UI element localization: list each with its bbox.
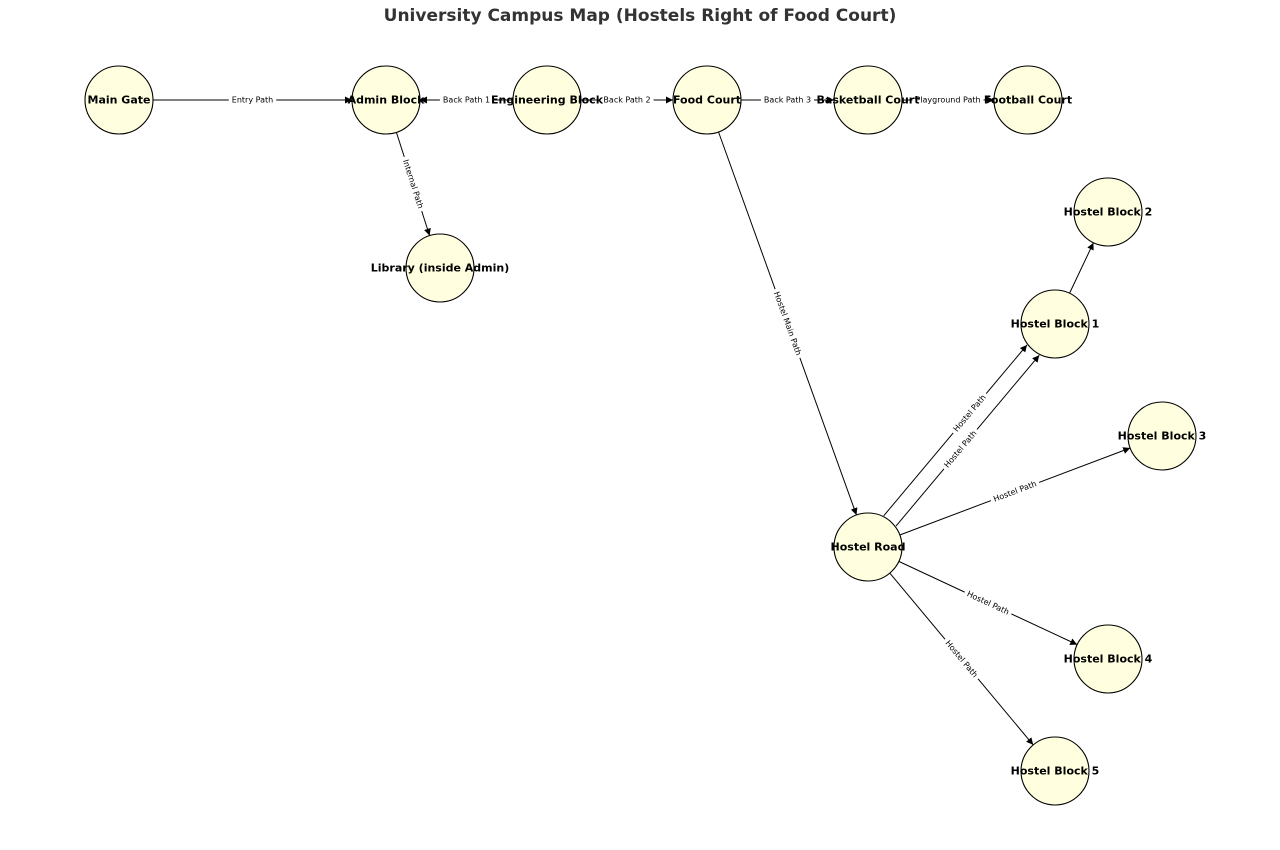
edge-label-background [398, 155, 428, 213]
node-label: Hostel Block 4 [1064, 653, 1153, 666]
node-admin-block: Admin Block [348, 65, 426, 135]
node-circle [993, 65, 1063, 135]
edge-label: Hostel Path [942, 429, 978, 470]
edge-label-background [988, 476, 1042, 507]
edge-label: Back Path 3 [764, 96, 811, 105]
node-main-gate: Main Gate [84, 65, 154, 135]
node-label: Hostel Block 3 [1118, 430, 1207, 443]
node-circle [672, 65, 742, 135]
node-engineering-block: Engineering Block [491, 65, 604, 135]
edge-label-background [912, 94, 984, 106]
node-circle [84, 65, 154, 135]
node-label: Hostel Block 1 [1011, 318, 1100, 331]
node-label: Main Gate [88, 94, 151, 107]
node-circle [833, 512, 903, 582]
edge-label: Back Path 2 [603, 96, 650, 105]
edge-label: Hostel Main Path [772, 290, 803, 356]
edge-food_court-to-basketball_court: Back Path 3 [741, 94, 834, 106]
edge-hostel_road-to-hostel_block_4: Hostel Path [898, 560, 1078, 646]
edge-label: Hostel Path [952, 393, 988, 434]
edge-label-background [769, 287, 806, 360]
edge-label-background [228, 94, 277, 106]
node-food-court: Food Court [672, 65, 742, 135]
edge-label-group: Hostel Path [962, 586, 1014, 620]
edge-hostel_road-to-hostel_block_3: Hostel Path [899, 447, 1131, 536]
edge-label-group: Back Path 2 [600, 94, 654, 106]
node-circle [1020, 289, 1090, 359]
edge-admin_block-to-library: Internal Path [395, 132, 431, 236]
node-library: Library (inside Admin) [371, 233, 510, 303]
node-label: Library (inside Admin) [371, 262, 510, 275]
edge-label: Entry Path [232, 96, 273, 105]
edge-label: Hostel Path [965, 589, 1010, 616]
node-hostel-road: Hostel Road [831, 512, 906, 582]
node-hostel-block-3: Hostel Block 3 [1118, 401, 1207, 471]
node-circle [351, 65, 421, 135]
node-circle [833, 65, 903, 135]
edge-label-background [940, 635, 983, 683]
node-circle [1127, 401, 1197, 471]
edge-label-group: Back Path 3 [760, 94, 815, 106]
node-circle [405, 233, 475, 303]
node-hostel-block-5: Hostel Block 5 [1011, 736, 1100, 806]
edge-hostel_road-to-hostel_block_1: Hostel Path [895, 354, 1040, 527]
edge-label-background [962, 586, 1014, 620]
edge-label-group: Playground Path [912, 94, 984, 106]
edge-label-group: Hostel Path [988, 476, 1042, 507]
node-label: Football Court [984, 94, 1072, 107]
edge-label-group: Internal Path [398, 155, 428, 213]
node-hostel-block-4: Hostel Block 4 [1064, 624, 1153, 694]
edge-label: Hostel Path [943, 639, 979, 680]
edge-label-background [939, 425, 982, 473]
node-circle [512, 65, 582, 135]
edge-label-group: Entry Path [228, 94, 277, 106]
node-label: Hostel Road [831, 541, 906, 554]
edge-food_court-to-hostel_road: Hostel Main Path [718, 131, 858, 516]
edge-label-background [760, 94, 815, 106]
edge-label-group: Back Path 1 [439, 94, 494, 106]
node-label: Food Court [673, 94, 741, 107]
edge-label-group: Hostel Path [940, 635, 983, 683]
node-hostel-block-2: Hostel Block 2 [1064, 177, 1153, 247]
node-circle [1020, 736, 1090, 806]
node-circle [1073, 177, 1143, 247]
edge-label: Back Path 1 [443, 96, 490, 105]
edge-label-background [600, 94, 654, 106]
edge-label: Playground Path [915, 96, 980, 105]
node-hostel-block-1: Hostel Block 1 [1011, 289, 1100, 359]
node-label: Admin Block [348, 94, 426, 107]
node-label: Hostel Block 5 [1011, 765, 1100, 778]
edge-label-background [439, 94, 494, 106]
diagram-title: University Campus Map (Hostels Right of … [383, 6, 897, 26]
node-basketball-court: Basketball Court [817, 65, 920, 135]
node-label: Hostel Block 2 [1064, 206, 1153, 219]
edge-hostel_road-to-hostel_block_5: Hostel Path [889, 572, 1034, 746]
edge-main_gate-to-admin_block: Entry Path [153, 94, 352, 106]
edge-label-background [948, 389, 991, 437]
edge-basketball_court-to-football_court: Playground Path [902, 94, 994, 106]
node-label: Basketball Court [817, 94, 920, 107]
edge-engineering_block-to-admin_block: Back Path 1 [420, 94, 513, 106]
node-football-court: Football Court [984, 65, 1072, 135]
edge-engineering_block-to-food_court: Back Path 2 [581, 94, 673, 106]
node-circle [1073, 624, 1143, 694]
edge-line [1069, 242, 1094, 294]
node-label: Engineering Block [491, 94, 604, 107]
edge-label-group: Hostel Main Path [769, 287, 806, 360]
edge-hostel_block_1-to-hostel_block_2 [1069, 242, 1094, 294]
